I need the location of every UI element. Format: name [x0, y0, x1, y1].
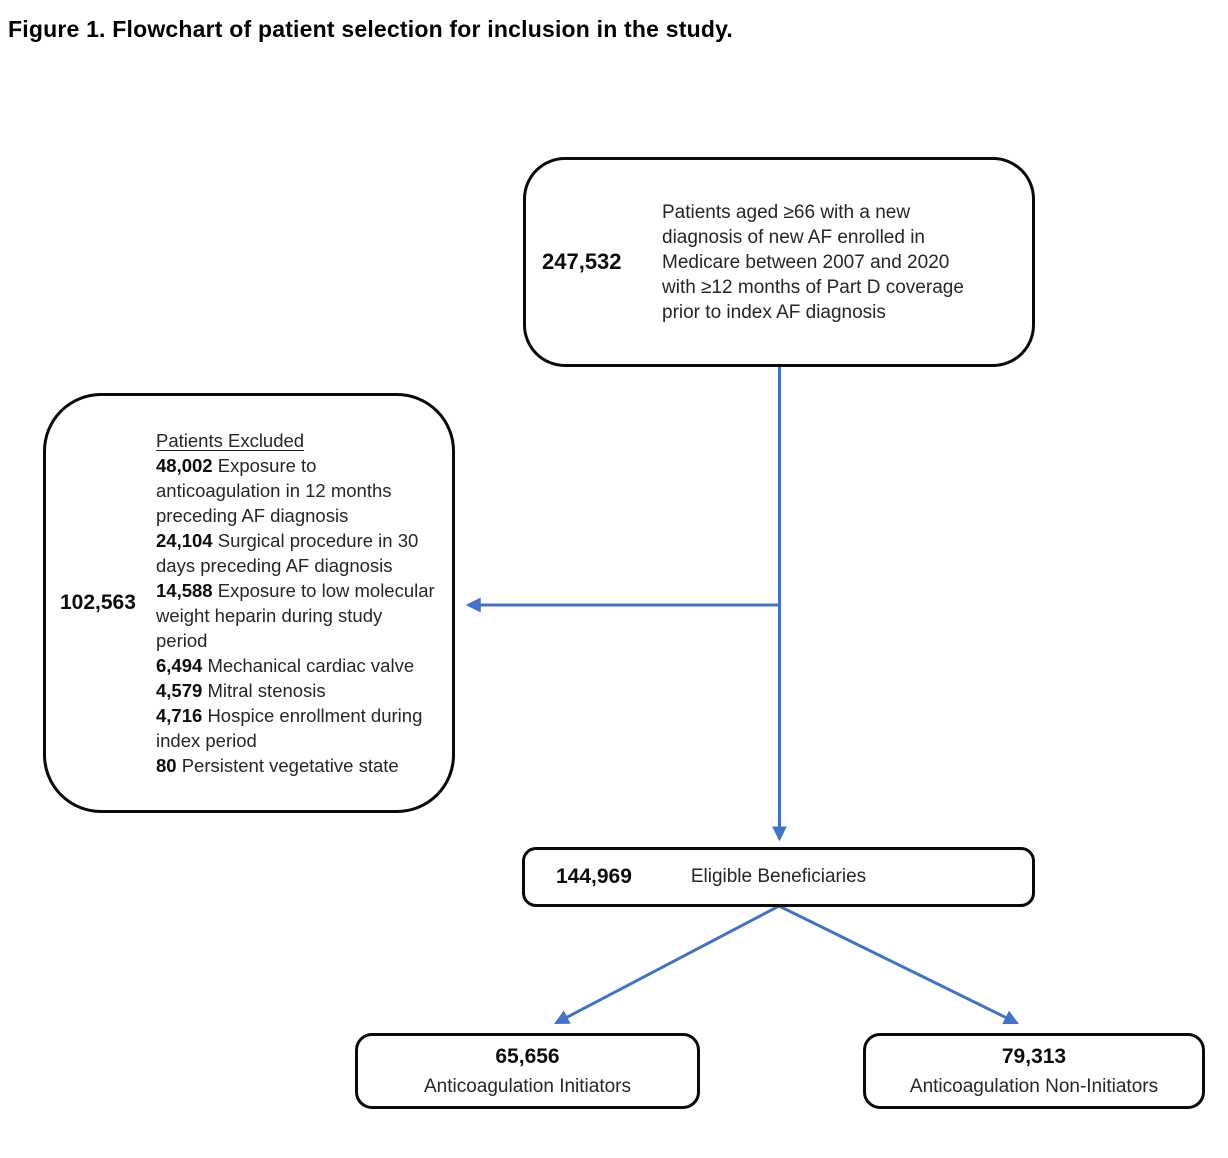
excluded-patients-box: 102,563 Patients Excluded 48,002 Exposur…: [43, 393, 455, 813]
exclusion-label: Exposure to low molecular weight heparin…: [156, 580, 435, 651]
exclusion-count: 48,002: [156, 455, 213, 476]
exclusion-label: Exposure to anticoagulation in 12 months…: [156, 455, 392, 526]
eligible-label: Eligible Beneficiaries: [690, 866, 867, 887]
exclusion-item: 24,104 Surgical procedure in 30 days pre…: [156, 528, 438, 578]
non-initiators-label: Anticoagulation Non-Initiators: [909, 1075, 1159, 1097]
figure-title: Figure 1. Flowchart of patient selection…: [8, 16, 733, 42]
initial-cohort-box: 247,532 Patients aged ≥66 with a new dia…: [523, 157, 1035, 367]
exclusion-item: 48,002 Exposure to anticoagulation in 12…: [156, 453, 438, 528]
initial-cohort-description: Patients aged ≥66 with a new diagnosis o…: [662, 201, 964, 323]
initiators-box: 65,656 Anticoagulation Initiators: [355, 1033, 700, 1109]
non-initiators-count: 79,313: [1001, 1044, 1067, 1068]
exclusion-item: 4,716 Hospice enrollment during index pe…: [156, 703, 438, 753]
non-initiators-box: 79,313 Anticoagulation Non-Initiators: [863, 1033, 1205, 1109]
exclusion-count: 4,716: [156, 705, 203, 726]
exclusion-count: 14,588: [156, 580, 213, 601]
exclusion-item: 6,494 Mechanical cardiac valve: [156, 653, 438, 678]
excluded-heading: Patients Excluded: [156, 430, 305, 451]
eligible-count: 144,969: [556, 865, 632, 888]
exclusion-count: 24,104: [156, 530, 213, 551]
exclusion-label: Mechanical cardiac valve: [207, 655, 415, 676]
exclusion-item: 14,588 Exposure to low molecular weight …: [156, 578, 438, 653]
arrow-eligible-to-initiators: [554, 904, 780, 1025]
eligible-beneficiaries-box: 144,969 Eligible Beneficiaries: [522, 847, 1035, 907]
exclusion-count: 80: [156, 755, 177, 776]
excluded-details: Patients Excluded 48,002 Exposure to ant…: [156, 428, 438, 778]
exclusion-item: 80 Persistent vegetative state: [156, 753, 438, 778]
exclusion-label: Persistent vegetative state: [181, 755, 399, 776]
initiators-label: Anticoagulation Initiators: [423, 1075, 631, 1097]
arrow-eligible-to-noninitiators: [778, 904, 1020, 1025]
exclusion-label: Surgical procedure in 30 days preceding …: [156, 530, 419, 576]
exclusion-label: Mitral stenosis: [207, 680, 326, 701]
initial-cohort-count: 247,532: [542, 249, 622, 274]
exclusion-count: 6,494: [156, 655, 203, 676]
initiators-count: 65,656: [495, 1044, 560, 1068]
exclusion-item: 4,579 Mitral stenosis: [156, 678, 438, 703]
excluded-total-count: 102,563: [60, 591, 136, 614]
exclusion-label: Hospice enrollment during index period: [156, 705, 423, 751]
exclusion-count: 4,579: [156, 680, 203, 701]
